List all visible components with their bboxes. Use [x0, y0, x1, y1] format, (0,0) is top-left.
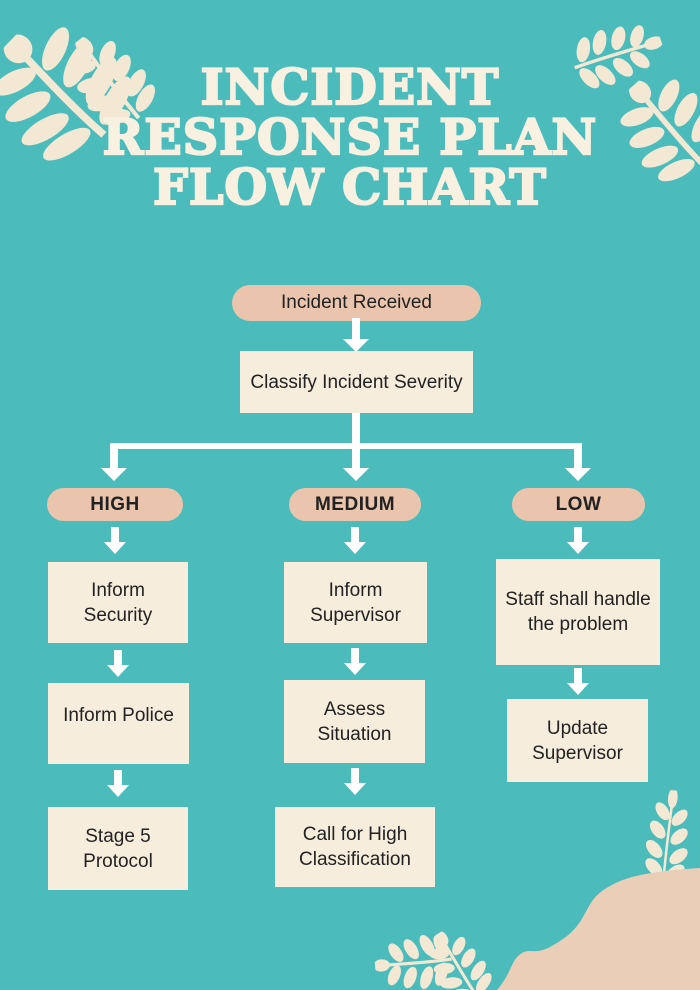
connector-line [114, 770, 122, 786]
connector-line [110, 443, 118, 469]
arrow-down-icon [344, 542, 366, 554]
connector-line [352, 449, 360, 469]
page-title-line: RESPONSE PLAN [102, 108, 598, 166]
arrow-down-icon [344, 663, 366, 675]
connector-line [352, 413, 360, 445]
arrow-down-icon [101, 468, 127, 481]
arrow-down-icon [107, 665, 129, 677]
pill-high: HIGH [47, 488, 183, 521]
node-inform-security: Inform Security [48, 562, 188, 643]
pill-low: LOW [512, 488, 645, 521]
connector-line [352, 318, 360, 340]
node-call-for-high-classification: Call for High Classification [275, 807, 435, 887]
arrow-down-icon [104, 542, 126, 554]
page-title-line: INCIDENT [200, 58, 500, 116]
arrow-down-icon [565, 468, 591, 481]
node-inform-supervisor: Inform Supervisor [284, 562, 427, 643]
node-incident-received: Incident Received [232, 285, 481, 321]
connector-line [574, 527, 582, 543]
connector-line [574, 443, 582, 469]
page-title-line: FLOW CHART [152, 158, 547, 216]
corner-blob [497, 868, 700, 990]
connector-line [110, 443, 582, 449]
node-staff-handle-problem: Staff shall handle the problem [496, 559, 660, 665]
node-assess-situation: Assess Situation [284, 680, 425, 763]
connector-line [114, 650, 122, 666]
arrow-down-icon [343, 468, 369, 481]
connector-line [351, 768, 359, 784]
arrow-down-icon [567, 683, 589, 695]
pill-medium: MEDIUM [289, 488, 421, 521]
node-classify-severity: Classify Incident Severity [240, 351, 473, 413]
node-update-supervisor: Update Supervisor [507, 699, 648, 782]
node-inform-police: Inform Police [48, 683, 189, 764]
page-title: INCIDENT RESPONSE PLAN FLOW CHART [0, 58, 700, 216]
arrow-down-icon [567, 542, 589, 554]
arrow-down-icon [107, 785, 129, 797]
node-stage-5-protocol: Stage 5 Protocol [48, 807, 188, 890]
connector-line [574, 668, 582, 684]
arrow-down-icon [344, 783, 366, 795]
arrow-down-icon [343, 339, 369, 352]
connector-line [351, 527, 359, 543]
connector-line [351, 648, 359, 664]
connector-line [111, 527, 119, 543]
